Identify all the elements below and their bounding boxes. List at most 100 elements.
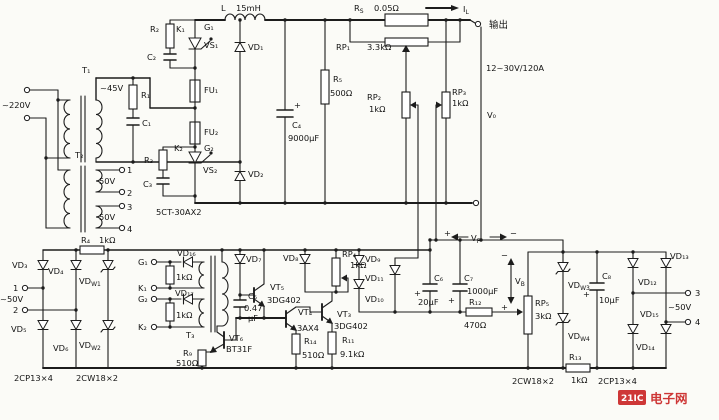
label-c6-value: 20µF [418, 297, 439, 307]
label-r13-value: 1kΩ [571, 375, 588, 385]
label-rg1-value: 1kΩ [176, 272, 193, 282]
gate2-terminal [150, 295, 158, 303]
label-t1: T₁ [81, 65, 90, 75]
wiring [27, 7, 686, 369]
label-ac-left: ~50V [0, 294, 24, 304]
resistor-r1 [128, 84, 138, 110]
label-il: IL [463, 4, 469, 16]
label-vd5: VD₅ [11, 324, 26, 334]
label-tap2: 2 [127, 188, 132, 198]
vf-arrow-left [451, 233, 458, 241]
cathode1-terminal [150, 284, 158, 292]
label-k2-terminal: K₂ [138, 322, 147, 332]
label-vt3: VT₃ [337, 309, 351, 319]
thyristor-vs1 [188, 37, 213, 51]
label-r5: R₅ [333, 74, 342, 84]
rp4-wiper-arrow [341, 274, 347, 282]
label-zener-model-left: 2CW18×2 [76, 373, 118, 383]
label-vdw1: VDW1 [79, 276, 101, 288]
label-output: 输出 [489, 19, 508, 31]
label-rect-model: 5CT-30AX2 [156, 207, 202, 217]
label-vd2: VD₂ [248, 169, 263, 179]
label-rp3: RP₃ [452, 87, 466, 97]
label-fu1: FU₁ [204, 85, 218, 95]
label-output-rating: 12~30V/120A [486, 63, 544, 73]
label-vd12: VD₁₂ [638, 277, 657, 287]
label-r12-value: 470Ω [464, 320, 487, 330]
label-diode-model-left: 2CP13×4 [14, 373, 53, 383]
output-neg-terminal [472, 199, 480, 207]
label-rp3-value: 1kΩ [452, 98, 469, 108]
label-zener-model-right: 2CW18×2 [512, 376, 554, 386]
label-c6-plus: + [414, 288, 421, 298]
label-r2: R₂ [150, 24, 159, 34]
resistor-r11 [327, 331, 337, 355]
label-inductor-value: 15mH [236, 3, 261, 13]
rp3-wiper-arrow [436, 101, 442, 109]
label-vt5: VT₅ [270, 282, 284, 292]
t2-tap-3 [118, 202, 126, 210]
label-vd4: VD₄ [48, 266, 64, 276]
aux-right-terminal-4 [684, 318, 692, 326]
capacitor-c7 [452, 283, 468, 292]
label-tap3: 3 [127, 202, 132, 212]
diode-vd10 [353, 278, 365, 290]
aux-right-terminal-3 [684, 289, 692, 297]
label-c8-value: 10µF [599, 295, 620, 305]
watermark-text: 电子网 [650, 391, 688, 406]
label-c2: C₂ [147, 52, 156, 62]
label-t3: T₃ [185, 330, 194, 340]
label-r11-value: 9.1kΩ [340, 349, 365, 359]
label-rp4: RP₄ [342, 249, 357, 259]
label-rs: RS [354, 3, 364, 15]
label-vd15: VD₁₅ [640, 309, 659, 319]
capacitor-c2 [163, 53, 177, 61]
fuse-fu1 [189, 79, 201, 103]
components [37, 5, 672, 373]
label-vd14: VD₁₄ [636, 342, 655, 352]
t2-tap-2 [118, 188, 126, 196]
diode-vd3 [37, 259, 49, 271]
output-pos-terminal [474, 20, 482, 28]
label-vd6: VD₆ [53, 343, 69, 353]
diode-vd12 [627, 257, 639, 269]
label-r4: R₄ [81, 235, 91, 245]
label-vd17: VD₁₇ [175, 288, 194, 298]
label-c5-unit: µF [248, 313, 258, 323]
diode-vd14 [627, 323, 639, 335]
aux-left-terminal-1 [21, 284, 29, 292]
label-c3: C₃ [143, 179, 152, 189]
resistor-r14 [291, 333, 301, 355]
diode-vd6 [70, 319, 82, 331]
filter-inductor [224, 13, 266, 21]
label-g2: G₂ [204, 143, 214, 153]
label-rp2: RP₂ [367, 92, 381, 102]
watermark-logo-box [618, 390, 646, 405]
zener-vdw4 [555, 312, 571, 326]
thyristor-vs2 [188, 151, 213, 165]
label-vt6-model: BT31F [226, 344, 252, 354]
label-fu2: FU₂ [204, 127, 218, 137]
label-g2-terminal: G₂ [138, 294, 148, 304]
label-vs2: VS₂ [203, 165, 217, 175]
resistor-r4 [79, 245, 105, 255]
label-vb: VB [515, 276, 525, 288]
resistor-r12 [465, 307, 493, 317]
capacitor-c8 [589, 282, 605, 291]
gate1-terminal [150, 258, 158, 266]
label-vd16: VD₁₆ [177, 248, 196, 258]
label-c4: C₄ [292, 120, 302, 130]
resistor-r2 [165, 23, 175, 49]
t3-primary-coil [221, 261, 229, 327]
label-c7-plus: + [448, 295, 455, 305]
potentiometer-rp4 [331, 257, 341, 287]
label-r1: R₁ [141, 90, 150, 100]
label-r11: R₁₁ [342, 335, 354, 345]
label-terminal-1: 1 [13, 283, 18, 293]
fuse-fu2 [189, 121, 201, 145]
junction-dots [41, 18, 668, 370]
t1-primary-coil [63, 99, 71, 159]
label-vdw4: VDW4 [568, 331, 590, 343]
label-c8-plus: + [583, 289, 590, 299]
